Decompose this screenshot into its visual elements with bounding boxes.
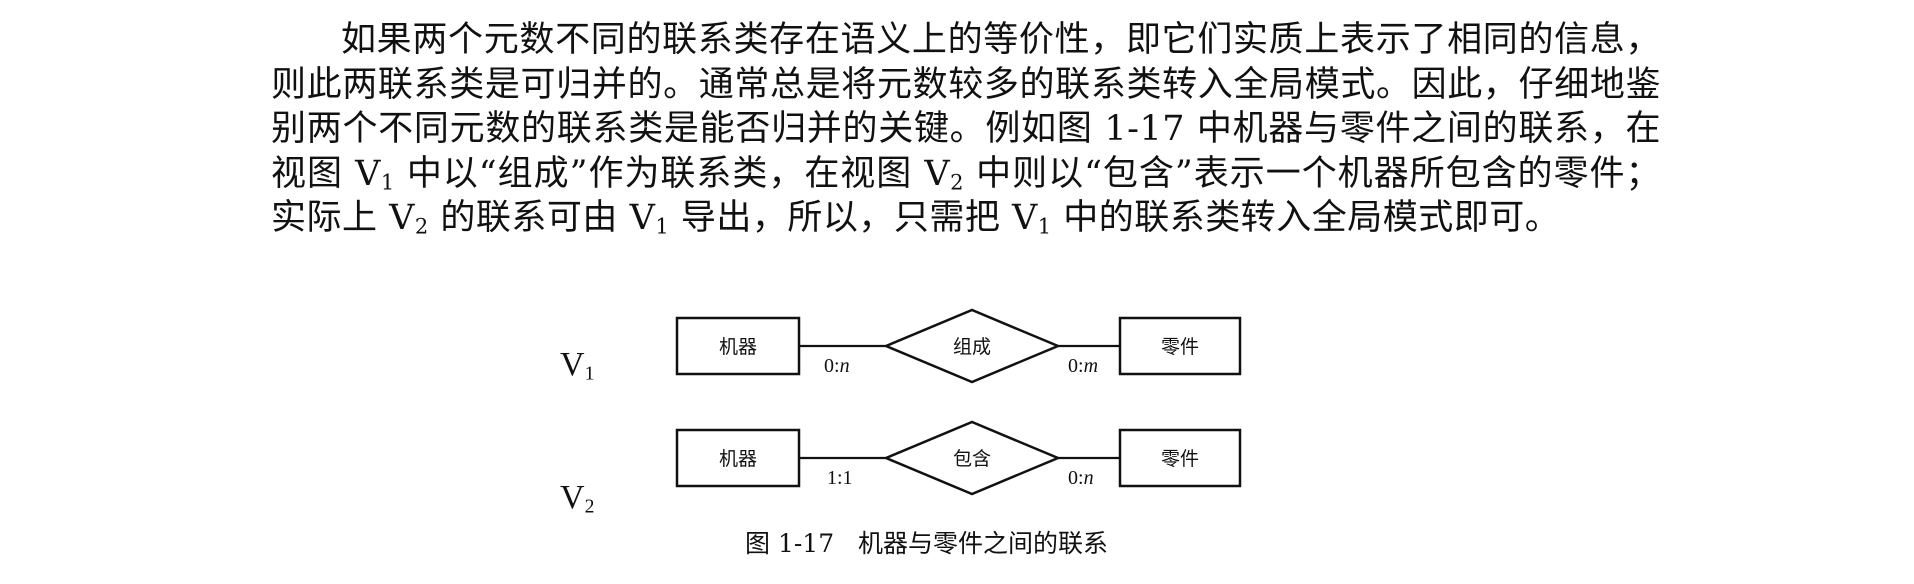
para-sub-1: 1 xyxy=(1037,214,1052,239)
view1-diagram: 机器 组成 零件 0:n 0:m xyxy=(675,308,1242,384)
para-v-letter: V xyxy=(629,198,656,238)
view1-right-cardinality: 0:m xyxy=(1068,355,1098,377)
view2-diagram: 机器 包含 零件 1:1 0:n xyxy=(675,420,1242,496)
view-label-v2: V2 xyxy=(560,479,595,518)
figure-caption: 图 1-17 机器与零件之间的联系 xyxy=(745,528,1108,560)
para-v-letter: V xyxy=(1011,198,1038,238)
view2-right-cardinality: 0:n xyxy=(1068,467,1094,489)
para-v-letter: V xyxy=(389,198,415,238)
view2-right-entity-box xyxy=(1118,428,1242,488)
view1-left-cardinality: 0:n xyxy=(824,355,850,377)
figure-title: 机器与零件之间的联系 xyxy=(857,529,1108,558)
para-text-3: 中则以“包含”表示一个机器所包含的零件；实际上 xyxy=(271,153,1661,239)
view2-right-entity-label: 零件 xyxy=(1161,448,1199,470)
view1-left-entity-label: 机器 xyxy=(719,336,757,358)
para-sub-2: 2 xyxy=(414,214,429,239)
para-text-6: 中的联系类转入全局模式即可。 xyxy=(1051,198,1561,238)
view2-left-entity-label: 机器 xyxy=(719,448,757,470)
view1-right-entity-label: 零件 xyxy=(1161,336,1199,358)
body-paragraph: 如果两个元数不同的联系类存在语义上的等价性，即它们实质上表示了相同的信息，则此两… xyxy=(271,18,1661,241)
view-label-v1: V1 xyxy=(560,346,595,385)
para-sub-2: 2 xyxy=(950,170,965,195)
para-text-5: 导出，所以，只需把 xyxy=(669,198,1012,238)
view2-left-cardinality: 1:1 xyxy=(827,467,853,489)
para-sub-1: 1 xyxy=(380,170,395,195)
figure-number: 图 1-17 xyxy=(745,529,835,558)
view1-right-entity-box xyxy=(1118,316,1242,376)
para-v-letter: V xyxy=(355,153,381,194)
para-text-1: 如果两个元数不同的联系类存在语义上的等价性，即它们实质上表示了相同的信息，则此两… xyxy=(271,20,1661,194)
view1-relationship-label: 组成 xyxy=(953,336,991,358)
para-text-4: 的联系可由 xyxy=(428,198,630,238)
para-sub-1: 1 xyxy=(655,214,670,239)
view2-relationship-label: 包含 xyxy=(953,448,991,470)
para-v-letter: V xyxy=(924,153,951,194)
para-text-2: 中以“组成”作为联系类，在视图 xyxy=(394,153,925,194)
